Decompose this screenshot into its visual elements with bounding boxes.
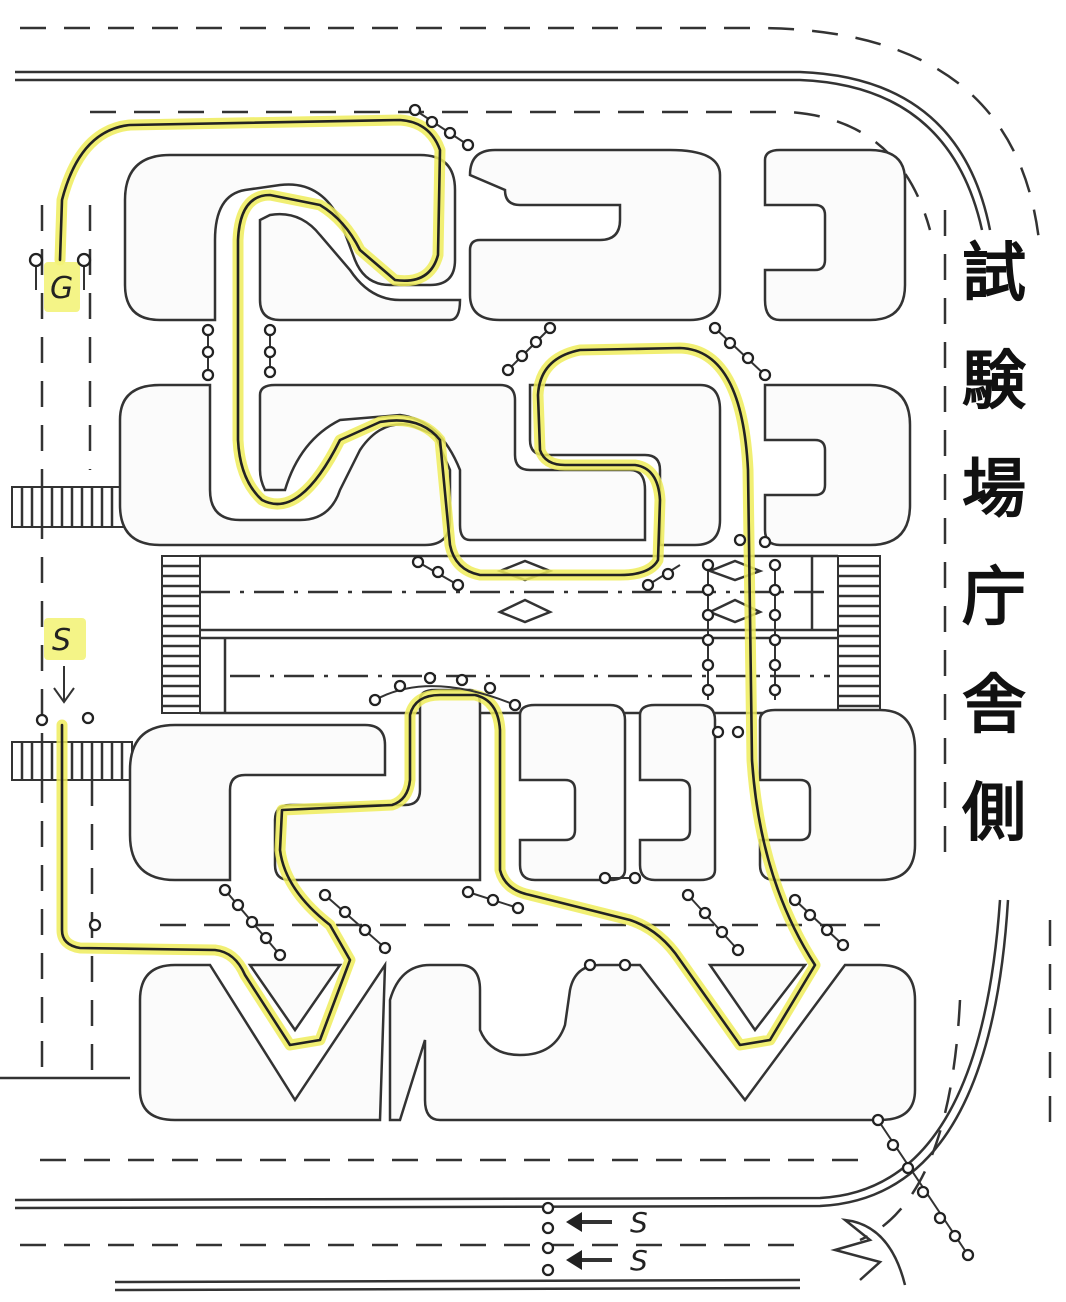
goal-label: G [50, 271, 73, 306]
course-blocks-row-2 [118, 383, 912, 547]
goal-marker: G [28, 252, 92, 312]
side-label-char-2: 験 [962, 345, 1027, 419]
exit-label-2: S [630, 1244, 648, 1277]
course-blocks-row-1 [123, 148, 907, 322]
side-label-char-6: 側 [961, 777, 1026, 851]
side-label-char-5: 舎 [962, 669, 1026, 743]
hatched-crossings [11, 486, 881, 781]
side-label-char-4: 庁 [962, 561, 1026, 635]
start-marker: S [44, 618, 86, 704]
course-blocks-row-3 [128, 688, 917, 882]
highlighted-route [54, 114, 821, 1051]
exit-arrows: S S [566, 1206, 907, 1286]
central-straight-road [200, 554, 838, 715]
exit-label-1: S [630, 1206, 648, 1239]
start-label: S [52, 623, 71, 658]
side-label-char-1: 試 [962, 237, 1026, 311]
side-label: 試 験 場 庁 舎 側 [961, 237, 1027, 851]
course-blocks-row-4 [138, 923, 917, 1122]
side-label-char-3: 場 [962, 453, 1026, 527]
pole-markers [35, 103, 975, 1277]
